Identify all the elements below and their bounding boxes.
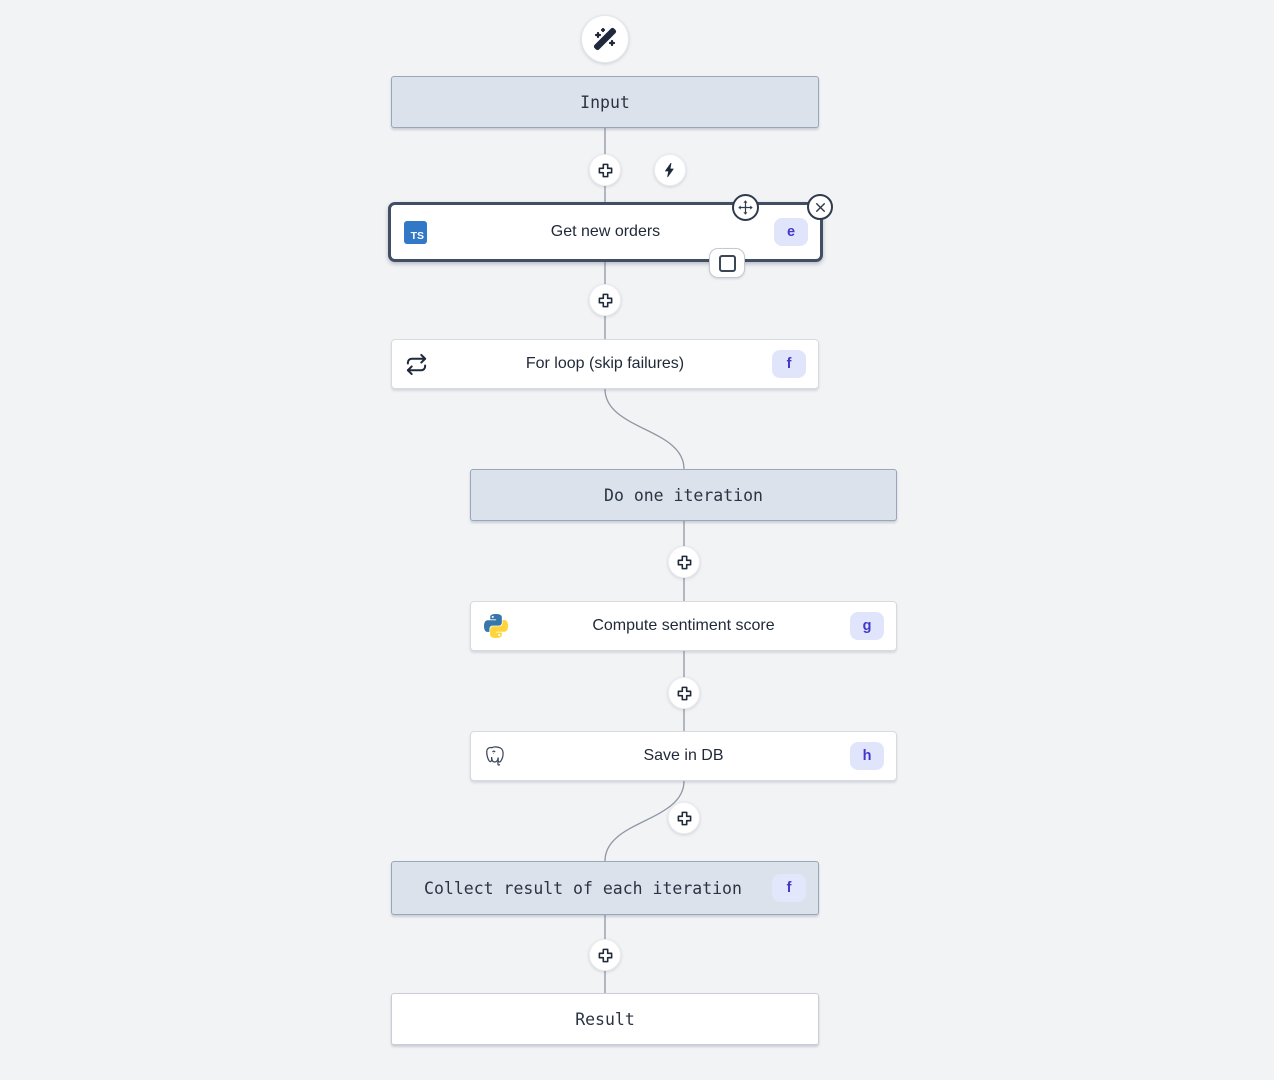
node-badge: h [850, 742, 884, 770]
plus-icon [595, 160, 616, 181]
add-step-button[interactable] [589, 939, 621, 971]
node-label: Input [580, 92, 630, 112]
node-label: For loop (skip failures) [525, 355, 685, 372]
node-do-one-iteration[interactable]: Do one iteration [470, 469, 897, 521]
add-step-button[interactable] [589, 154, 621, 186]
repeat-icon [405, 353, 428, 376]
move-icon [737, 199, 754, 216]
plus-icon [674, 808, 695, 829]
delete-node-button[interactable] [807, 194, 833, 220]
square-icon [718, 254, 736, 272]
add-step-button[interactable] [589, 284, 621, 316]
node-label: Compute sentiment score [592, 617, 775, 634]
trigger-button[interactable] [654, 154, 686, 186]
node-compute-sentiment-score[interactable]: Compute sentiment score g [470, 601, 897, 651]
plus-icon [674, 552, 695, 573]
wand-sparkles-icon [593, 27, 617, 51]
node-badge: f [772, 350, 806, 378]
node-label: Collect result of each iteration [424, 878, 742, 898]
add-step-button[interactable] [668, 546, 700, 578]
node-label: Save in DB [643, 747, 724, 764]
ai-wand-button[interactable] [581, 15, 629, 63]
add-step-button[interactable] [668, 677, 700, 709]
plus-icon [595, 290, 616, 311]
node-collect-result[interactable]: Collect result of each iteration f [391, 861, 819, 915]
lightning-bolt-icon [662, 162, 678, 178]
add-step-button[interactable] [668, 802, 700, 834]
node-badge: e [774, 218, 808, 246]
node-result[interactable]: Result [391, 993, 819, 1045]
early-stop-button[interactable] [709, 248, 745, 278]
close-icon [814, 201, 827, 214]
node-badge: f [772, 874, 806, 902]
node-save-in-db[interactable]: Save in DB h [470, 731, 897, 781]
node-input[interactable]: Input [391, 76, 819, 128]
postgresql-icon [484, 744, 506, 768]
node-badge: g [850, 612, 884, 640]
plus-icon [595, 945, 616, 966]
node-label: Get new orders [550, 223, 661, 240]
node-label: Do one iteration [604, 485, 763, 505]
node-for-loop[interactable]: For loop (skip failures) f [391, 339, 819, 389]
python-icon [484, 614, 508, 638]
node-label: Result [575, 1009, 635, 1029]
typescript-icon: TS [404, 220, 427, 244]
move-node-handle[interactable] [732, 194, 759, 221]
plus-icon [674, 683, 695, 704]
